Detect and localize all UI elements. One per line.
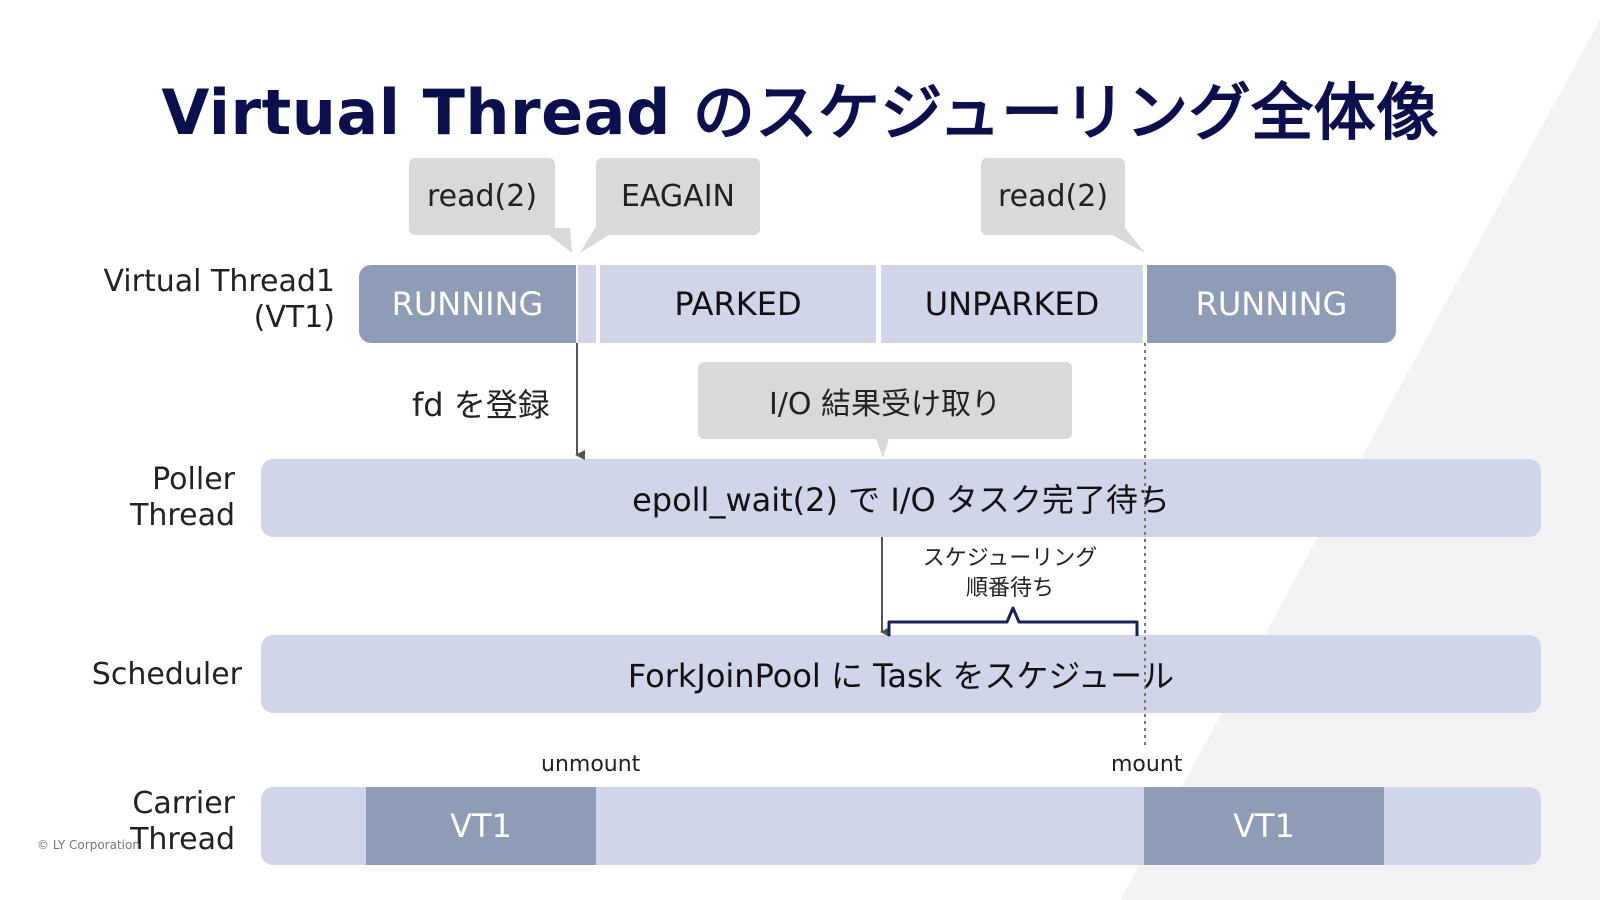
poller-label-line2: Thread [130, 498, 235, 533]
scheduling-wait-line2: 順番待ち [965, 576, 1054, 601]
eagain-callout: EAGAIN [596, 158, 760, 235]
page-title: Virtual Thread のスケジューリング全体像 [161, 76, 1439, 149]
read-callout-1: read(2) [409, 158, 555, 235]
state-parked: PARKED [600, 265, 876, 343]
mount-label: mount [1111, 752, 1183, 777]
poller-bar [261, 459, 1541, 537]
vt1-state-bar: RUNNING PARKED UNPARKED RUNNING [359, 265, 1396, 343]
scheduler-label: Scheduler [91, 657, 242, 692]
read-callout-2: read(2) [981, 158, 1125, 235]
unmount-label: unmount [541, 752, 641, 777]
scheduling-wait-brace [887, 606, 1139, 636]
vt1-label: Virtual Thread1 (VT1) [60, 264, 335, 336]
carrier-label-line2: Thread [130, 822, 235, 857]
copyright-text: © LY Corporation [37, 838, 140, 852]
state-gap-segment [578, 265, 596, 343]
vt1-label-line1: Virtual Thread1 [103, 264, 335, 299]
carrier-label: Carrier Thread [60, 786, 235, 858]
vt1-label-line2: (VT1) [253, 300, 335, 335]
scheduler-bar-text: ForkJoinPool に Task をスケジュール [627, 657, 1175, 695]
fd-register-label: fd を登録 [412, 386, 550, 424]
state-unparked: UNPARKED [881, 265, 1143, 343]
scheduling-wait-line1: スケジューリング [922, 546, 1098, 571]
state-running-2: RUNNING [1147, 265, 1396, 343]
carrier-vt1-block-2: VT1 [1144, 787, 1384, 865]
poller-label-line1: Poller [152, 462, 235, 497]
scheduler-bar [261, 635, 1541, 713]
io-result-callout: I/O 結果受け取り [698, 362, 1072, 439]
scheduling-wait-label: スケジューリング 順番待ち [880, 544, 1140, 604]
poller-bar-text: epoll_wait(2) で I/O タスク完了待ち [632, 481, 1170, 519]
poller-label: Poller Thread [60, 462, 235, 534]
carrier-vt1-block-1: VT1 [366, 787, 596, 865]
carrier-label-line1: Carrier [132, 786, 235, 821]
state-running-1: RUNNING [359, 265, 576, 343]
